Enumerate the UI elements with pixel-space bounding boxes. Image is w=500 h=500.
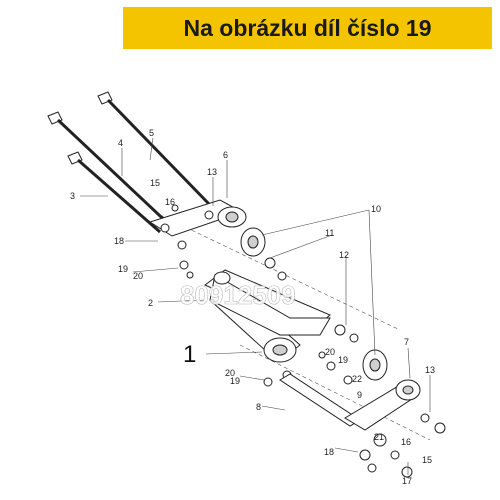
long-bolt-4 xyxy=(47,111,177,232)
callout-20-lower: 20 xyxy=(225,368,235,378)
long-bolt-5 xyxy=(97,91,212,207)
callout-10: 10 xyxy=(371,204,381,214)
callout-21: 21 xyxy=(374,432,384,442)
callout-4: 4 xyxy=(118,138,123,148)
callout-20-right: 20 xyxy=(325,347,335,357)
callout-6: 6 xyxy=(223,150,228,160)
callout-18-upper: 18 xyxy=(114,236,124,246)
lower-bracket xyxy=(344,379,446,478)
callout-11: 11 xyxy=(325,228,334,238)
washers-upper xyxy=(171,204,287,281)
callout-8: 8 xyxy=(256,402,261,412)
callout-1: 1 xyxy=(183,341,196,368)
long-bolt-3 xyxy=(67,151,161,234)
callout-18-lower: 18 xyxy=(324,447,334,457)
watermark-text: 80912509 xyxy=(180,280,296,310)
callout-15-lower: 15 xyxy=(422,455,432,465)
callout-12: 12 xyxy=(339,250,349,260)
callout-19-lower: 19 xyxy=(230,376,240,386)
callout-16-lower: 16 xyxy=(401,437,411,447)
callout-7: 7 xyxy=(404,337,409,347)
title-banner: Na obrázku díl číslo 19 xyxy=(123,7,492,49)
callout-2: 2 xyxy=(148,298,153,308)
upper-bracket xyxy=(148,199,247,237)
callout-5: 5 xyxy=(149,128,154,138)
callout-13-lower: 13 xyxy=(425,365,435,375)
callout-3: 3 xyxy=(70,191,75,201)
callout-16-upper: 16 xyxy=(165,197,175,207)
leader-lines xyxy=(80,137,431,475)
silent-block-upper xyxy=(240,227,266,257)
callout-19-upper: 19 xyxy=(118,264,128,274)
callout-19-right: 19 xyxy=(338,355,348,365)
callout-17: 17 xyxy=(402,476,412,486)
callout-9: 9 xyxy=(357,390,362,400)
swing-arm-frame xyxy=(204,269,331,363)
callout-15-upper: 15 xyxy=(150,178,160,188)
callout-13-upper: 13 xyxy=(207,167,217,177)
callout-22: 22 xyxy=(352,374,362,384)
callout-20-upper: 20 xyxy=(133,271,143,281)
banner-title: Na obrázku díl číslo 19 xyxy=(183,14,432,41)
axis-line-bottom xyxy=(239,344,431,441)
